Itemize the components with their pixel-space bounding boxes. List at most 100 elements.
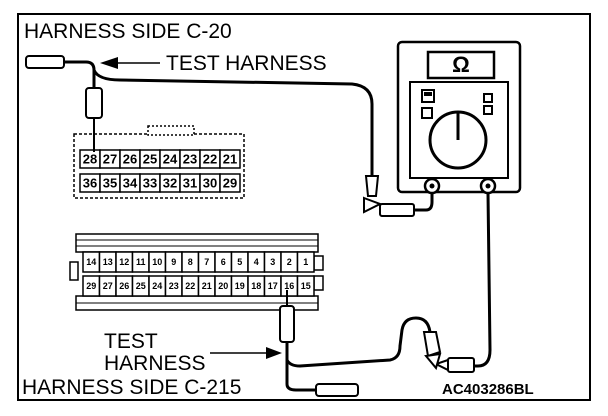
c215-pin-number: 17 [268, 281, 278, 291]
ohm-symbol: Ω [452, 52, 470, 77]
harness-plug-bottom [315, 383, 359, 397]
c20-pin-number: 34 [123, 176, 138, 191]
c215-pin-number: 14 [86, 257, 96, 267]
c215-pin-cell: 4 [247, 251, 266, 273]
c20-pin-cell: 23 [179, 149, 201, 169]
c20-pin-cell: 26 [119, 149, 141, 169]
figure-code: AC403286BL [442, 381, 534, 398]
c215-pin-cell: 25 [131, 275, 150, 297]
c20-pin-number: 29 [223, 176, 237, 191]
c20-pin-number: 23 [183, 152, 197, 167]
c215-pin-number: 7 [204, 257, 209, 267]
c215-pin-number: 4 [254, 257, 259, 267]
c215-pin-cell: 20 [214, 275, 233, 297]
test-harness-c215 [279, 290, 432, 397]
c20-pin-number: 31 [183, 176, 197, 191]
c215-pin-number: 12 [119, 257, 129, 267]
c215-pin-cell: 11 [131, 251, 150, 273]
ohmmeter: Ω [396, 40, 522, 195]
c215-pin-cell: 3 [263, 251, 282, 273]
probe-c20 [85, 87, 103, 119]
c215-pin-cell: 5 [230, 251, 249, 273]
c20-pin-cell: 28 [79, 149, 101, 169]
c215-pin-cell: 26 [115, 275, 134, 297]
test-harness-top-arrow [100, 57, 160, 69]
c20-pin-number: 30 [203, 176, 217, 191]
c215-pin-cell: 21 [197, 275, 216, 297]
c215-pin-cell: 14 [82, 251, 101, 273]
c215-pin-number: 15 [301, 281, 311, 291]
c20-pin-cell: 31 [179, 173, 201, 193]
c215-pin-cell: 2 [280, 251, 299, 273]
probe-c215 [279, 305, 295, 343]
c215-pin-cell: 19 [230, 275, 249, 297]
c215-pin-number: 1 [303, 257, 308, 267]
c215-pin-cell: 18 [247, 275, 266, 297]
c20-pin-cell: 29 [219, 173, 241, 193]
c215-pin-cell: 17 [263, 275, 282, 297]
meter-lead-right [433, 192, 492, 373]
diagram-frame [17, 13, 591, 401]
c215-pin-cell: 8 [181, 251, 200, 273]
c20-pin-cell: 22 [199, 149, 221, 169]
c20-pin-number: 22 [203, 152, 217, 167]
c215-pin-number: 25 [136, 281, 146, 291]
c20-pin-cell: 21 [219, 149, 241, 169]
c215-pin-number: 22 [185, 281, 195, 291]
c215-pin-number: 6 [221, 257, 226, 267]
c215-pin-number: 20 [218, 281, 228, 291]
c215-pin-cell: 10 [148, 251, 167, 273]
c215-pin-number: 16 [284, 281, 294, 291]
c215-pin-number: 27 [103, 281, 113, 291]
c215-pin-number: 19 [235, 281, 245, 291]
test-harness-bottom-label-line2: HARNESS [104, 352, 206, 375]
c20-pin-number: 24 [163, 152, 178, 167]
c215-pin-cell: 1 [296, 251, 315, 273]
c215-pin-number: 11 [136, 257, 146, 267]
c20-pin-cell: 36 [79, 173, 101, 193]
c20-pin-cell: 25 [139, 149, 161, 169]
test-harness-bottom-arrow [210, 347, 282, 359]
c215-pin-number: 24 [152, 281, 162, 291]
c20-pin-number: 33 [143, 176, 157, 191]
meter-lead-left [363, 175, 434, 217]
c215-pin-cell: 9 [164, 251, 183, 273]
c20-pin-number: 25 [143, 152, 157, 167]
c215-pin-number: 9 [171, 257, 176, 267]
c215-pin-cell: 29 [82, 275, 101, 297]
test-harness-c20 [25, 55, 374, 176]
test-harness-bottom-label-line1: TEST [104, 330, 158, 353]
harness-plug-top [25, 55, 65, 69]
c215-pin-cell: 22 [181, 275, 200, 297]
c20-pin-number: 26 [123, 152, 137, 167]
c20-pin-cell: 24 [159, 149, 181, 169]
c215-pin-cell: 12 [115, 251, 134, 273]
c20-pin-cell: 35 [99, 173, 121, 193]
c20-pin-cell: 27 [99, 149, 121, 169]
harness-side-c20-label: HARNESS SIDE C-20 [24, 20, 232, 43]
c20-pin-number: 35 [103, 176, 117, 191]
c215-pin-cell: 27 [98, 275, 117, 297]
c215-pin-number: 18 [251, 281, 261, 291]
c215-pin-cell: 16 [280, 275, 299, 297]
c215-pin-number: 10 [152, 257, 162, 267]
c20-pin-cell: 34 [119, 173, 141, 193]
c215-pin-cell: 7 [197, 251, 216, 273]
c20-pin-number: 36 [83, 176, 97, 191]
c215-pin-number: 5 [237, 257, 242, 267]
c20-pin-cell: 30 [199, 173, 221, 193]
c215-pin-number: 23 [169, 281, 179, 291]
harness-side-c215-label: HARNESS SIDE C-215 [22, 376, 241, 399]
c20-pin-cell: 32 [159, 173, 181, 193]
c20-pin-number: 32 [163, 176, 177, 191]
c215-pin-number: 2 [287, 257, 292, 267]
alligator-clip [422, 331, 442, 371]
c215-pin-cell: 13 [98, 251, 117, 273]
c20-pin-number: 27 [103, 152, 117, 167]
c215-pin-number: 8 [188, 257, 193, 267]
c215-pin-cell: 23 [164, 275, 183, 297]
c215-pin-number: 3 [270, 257, 275, 267]
